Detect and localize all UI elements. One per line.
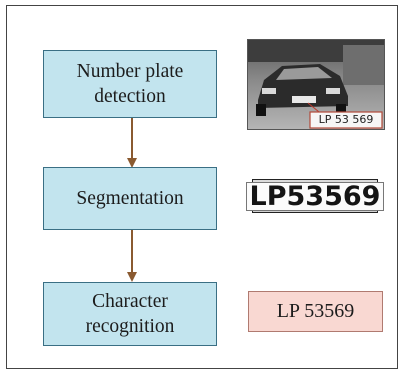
recognition-result: LP 53569 (248, 291, 383, 332)
segmented-plate-text: LP53569 (245, 181, 385, 211)
step-label: Segmentation (76, 188, 184, 209)
arrow-down-2 (127, 230, 137, 282)
step-label-line2: detection (94, 86, 166, 107)
step-segmentation: Segmentation (43, 167, 217, 230)
car-photo: LP 53 569 (247, 39, 385, 130)
step-number-plate-detection: Number plate detection (43, 50, 217, 118)
recognition-result-text: LP 53569 (276, 300, 355, 322)
step-character-recognition: Character recognition (43, 282, 217, 346)
step-label-line1: Number plate (76, 61, 184, 82)
step-label-line2: recognition (85, 316, 175, 337)
step-label-line1: Character (92, 291, 168, 312)
arrow-down-1 (127, 118, 137, 168)
car-plate-text: LP 53 569 (318, 113, 374, 126)
segmented-plate: LP53569 (245, 179, 385, 213)
